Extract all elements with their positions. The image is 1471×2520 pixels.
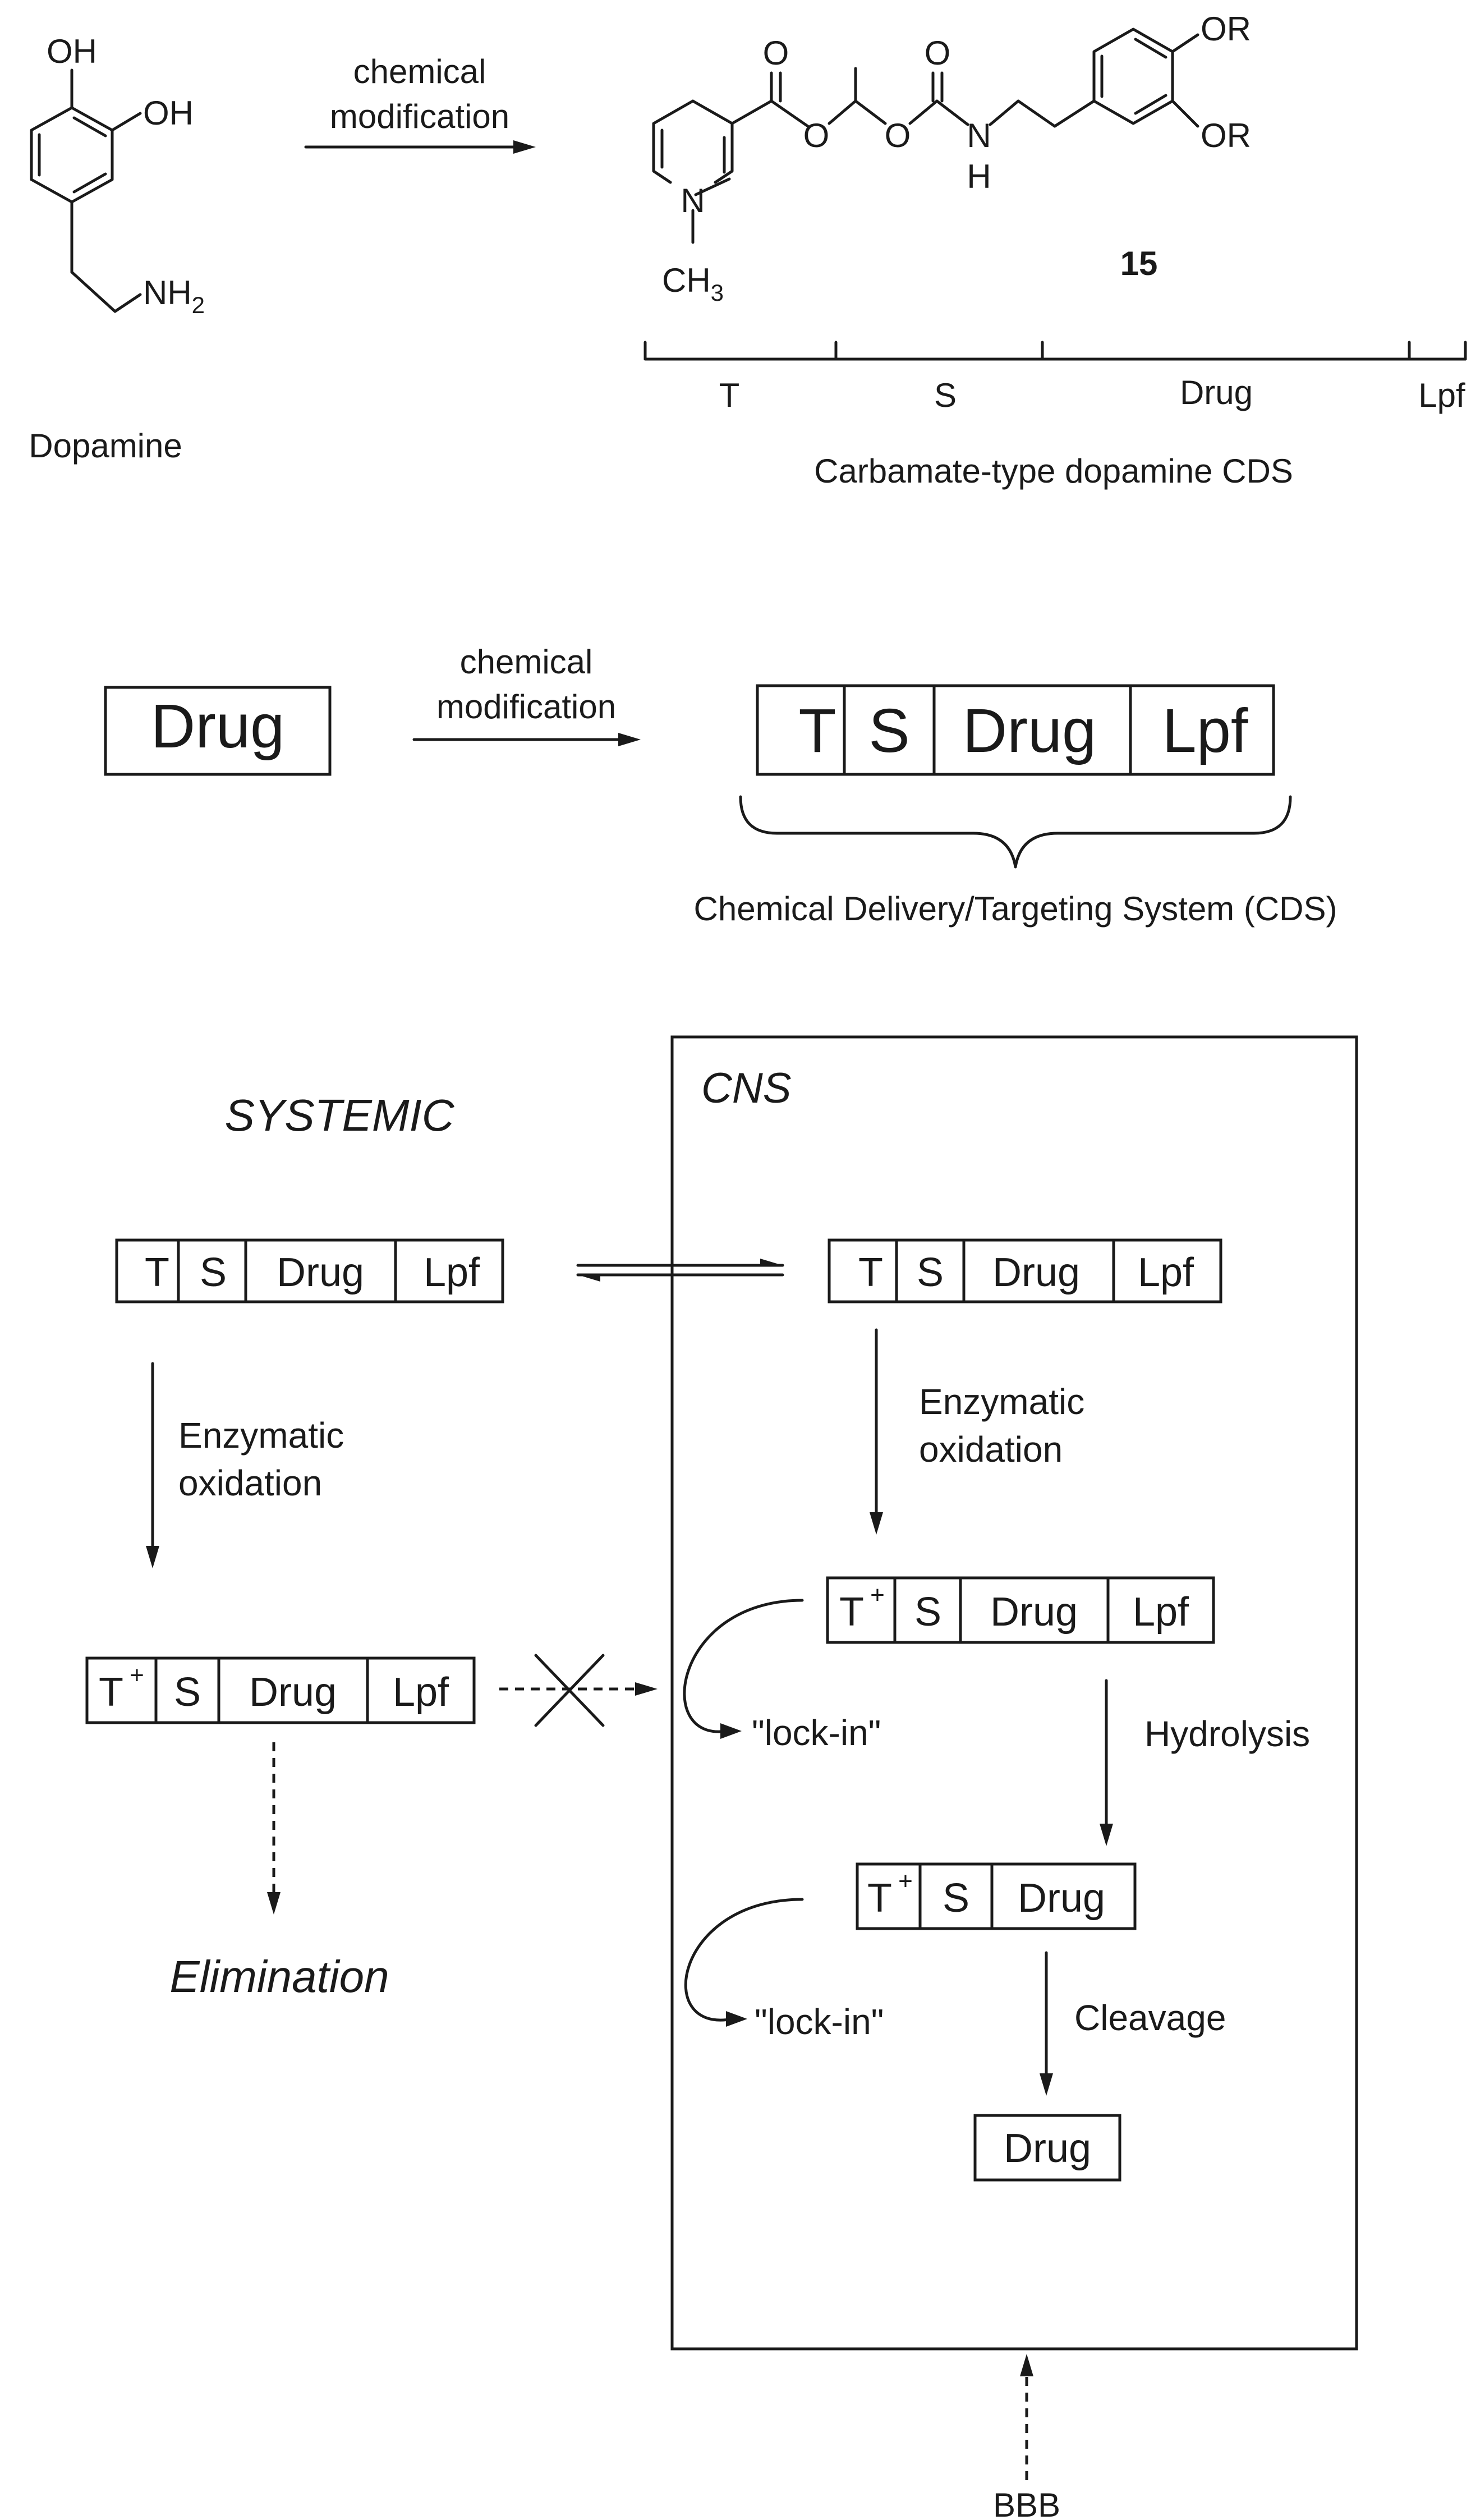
cds-box-drug: Drug <box>963 696 1096 765</box>
cds-brace <box>739 795 1292 869</box>
elimination-label: Elimination <box>169 1952 389 2002</box>
systemic-enzymatic-line-1: Enzymatic <box>178 1415 344 1456</box>
cds-general-caption: Chemical Delivery/Targeting System (CDS) <box>694 890 1337 928</box>
ruler-s: S <box>934 377 957 414</box>
dopamine-oh-1: OH <box>47 33 97 70</box>
dopamine-structure: OH OH NH2 Dopamine <box>29 33 205 465</box>
cns-cds-box: T S Drug Lpf <box>828 1238 1222 1303</box>
arrow-1-label-line-1: chemical <box>353 53 486 90</box>
or-bottom: OR <box>1201 117 1251 154</box>
ester-o-1: O <box>803 117 830 154</box>
blocked-bbb-arrow <box>499 1654 658 1727</box>
systemic-cds-box: T S Drug Lpf <box>115 1238 504 1303</box>
cns-compartment <box>670 1035 1358 2351</box>
dopamine-nh2: NH2 <box>143 274 205 318</box>
svg-text:Lpf: Lpf <box>424 1250 480 1295</box>
svg-text:+: + <box>870 1581 885 1609</box>
svg-text:Drug: Drug <box>277 1250 364 1295</box>
cds-caption: Carbamate-type dopamine CDS <box>814 452 1293 490</box>
svg-text:T: T <box>867 1876 892 1921</box>
svg-text:T: T <box>858 1250 883 1295</box>
arrow-2-label-line-2: modification <box>436 688 616 726</box>
mechanism-scheme: CNS SYSTEMIC T S Drug Lpf T S <box>85 1035 1358 2520</box>
cns-charged-cds-box: T + S Drug Lpf <box>826 1576 1215 1644</box>
svg-text:S: S <box>917 1250 944 1295</box>
dopamine-oh-2: OH <box>143 94 194 132</box>
lock-in-arrow-1 <box>683 1599 804 1733</box>
cns-enzymatic-line-1: Enzymatic <box>919 1381 1084 1422</box>
svg-text:S: S <box>200 1250 227 1295</box>
hydrolysis-label: Hydrolysis <box>1144 1714 1310 1754</box>
ring-n: N <box>681 182 705 219</box>
cds-box-t: T <box>798 696 836 765</box>
systemic-label: SYSTEMIC <box>225 1090 455 1140</box>
svg-text:Lpf: Lpf <box>393 1670 449 1715</box>
svg-text:S: S <box>174 1670 201 1715</box>
amide-h: H <box>967 158 991 195</box>
systemic-enzymatic-line-2: oxidation <box>178 1463 322 1503</box>
svg-text:T: T <box>839 1590 864 1635</box>
lock-in-label-2: "lock-in" <box>755 2002 884 2042</box>
svg-text:Lpf: Lpf <box>1133 1590 1189 1635</box>
equilibrium-arrows <box>576 1259 784 1282</box>
released-drug-box <box>973 2114 1121 2182</box>
cds-catechol-ring <box>1092 27 1174 125</box>
svg-text:+: + <box>898 1867 913 1895</box>
svg-text:Drug: Drug <box>990 1590 1078 1635</box>
ester-o-2: O <box>885 117 911 154</box>
general-cds-scheme: Drug chemical modification T S Drug Lpf … <box>104 643 1337 928</box>
cns-enzymatic-line-2: oxidation <box>919 1429 1063 1470</box>
drug-box-label: Drug <box>151 692 284 761</box>
ruler-lpf: Lpf <box>1418 377 1465 414</box>
lock-in-label-1: "lock-in" <box>752 1713 881 1753</box>
svg-text:S: S <box>943 1876 969 1921</box>
svg-text:S: S <box>914 1590 941 1635</box>
dopamine-benzene-ring <box>30 106 114 204</box>
svg-text:Lpf: Lpf <box>1138 1250 1194 1295</box>
amide-n: N <box>967 117 991 154</box>
systemic-charged-cds-box: T + S Drug Lpf <box>85 1656 476 1724</box>
ring-ch3: CH3 <box>662 261 724 306</box>
carbonyl-o-1: O <box>763 34 789 72</box>
dopamine-name: Dopamine <box>29 427 182 465</box>
svg-text:T: T <box>99 1670 123 1715</box>
cds-15-structure: N CH3 O O O O N H OR OR 15 <box>643 10 1467 490</box>
ruler-drug: Drug <box>1180 374 1253 411</box>
released-drug-label: Drug <box>1004 2126 1091 2171</box>
svg-text:+: + <box>130 1661 144 1689</box>
ruler-t: T <box>719 377 740 414</box>
modification-arrow-1: chemical modification <box>304 53 536 154</box>
cns-label: CNS <box>701 1064 791 1112</box>
svg-text:Drug: Drug <box>1018 1876 1105 1921</box>
carbonyl-o-2: O <box>925 34 951 72</box>
drug-box <box>104 686 332 776</box>
cns-charged-drug-box: T + S Drug <box>856 1862 1137 1930</box>
svg-text:Drug: Drug <box>249 1670 337 1715</box>
cds-box-lpf: Lpf <box>1162 696 1248 765</box>
arrow-1-label-line-2: modification <box>330 98 509 135</box>
compound-number: 15 <box>1120 245 1158 282</box>
arrow-2-label-line-1: chemical <box>460 643 593 681</box>
or-top: OR <box>1201 10 1251 48</box>
svg-text:Drug: Drug <box>992 1250 1080 1295</box>
svg-text:T: T <box>145 1250 169 1295</box>
bbb-label: BBB <box>993 2486 1060 2520</box>
cleavage-label: Cleavage <box>1074 1998 1226 2038</box>
lock-in-arrow-2 <box>684 1898 804 2022</box>
cds-box-s: S <box>868 696 909 765</box>
